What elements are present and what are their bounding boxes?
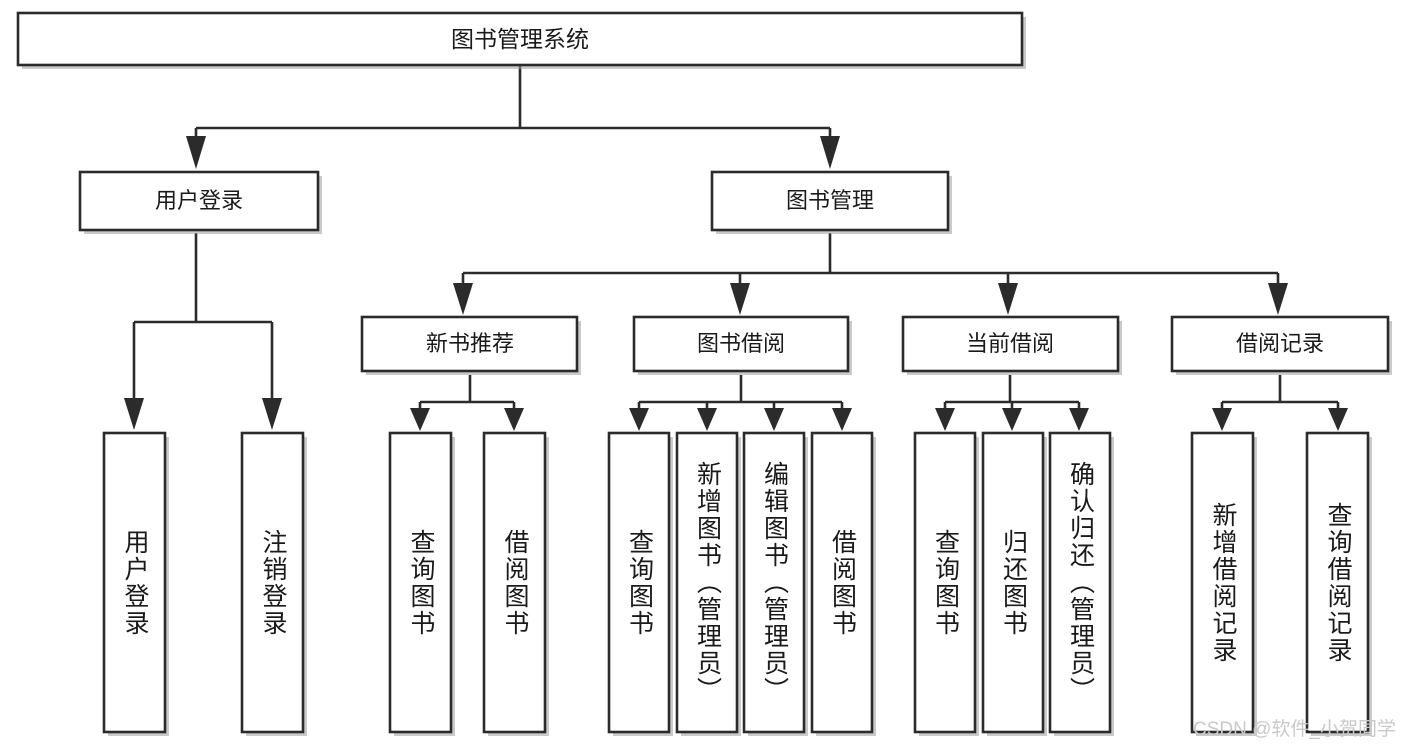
node-book-borrow[interactable]: 图书借阅 bbox=[632, 315, 852, 375]
arrow-user-login-leaf-2 bbox=[262, 398, 282, 430]
arrow-borrow-record-leaf-2 bbox=[1328, 408, 1348, 431]
arrow-book-manage-child-1 bbox=[453, 283, 473, 315]
leaf-node-current-borrow-3[interactable] bbox=[1048, 431, 1114, 736]
connector-group-book-manage bbox=[453, 233, 1288, 315]
leaf-node-user-login-1-box[interactable] bbox=[102, 431, 167, 734]
node-book-borrow-label: 图书借阅 bbox=[697, 331, 785, 356]
node-current-borrow[interactable]: 当前借阅 bbox=[901, 315, 1122, 375]
node-book-manage-box[interactable] bbox=[710, 170, 950, 232]
node-borrow-record[interactable]: 借阅记录 bbox=[1170, 315, 1392, 375]
connector-group-user-login bbox=[124, 233, 282, 430]
leaf-node-book-borrow-2[interactable] bbox=[675, 431, 741, 736]
arrow-book-borrow-leaf-3 bbox=[764, 408, 784, 431]
connector-group-book-borrow bbox=[629, 375, 852, 431]
connector-group-borrow-record bbox=[1212, 375, 1348, 431]
leaf-node-book-borrow-3[interactable] bbox=[742, 431, 808, 736]
leaf-node-user-login-2-box[interactable] bbox=[240, 431, 305, 734]
node-book-manage[interactable]: 图书管理 bbox=[710, 170, 952, 234]
leaf-node-book-borrow-1[interactable] bbox=[607, 431, 673, 736]
leaf-node-borrow-record-2[interactable] bbox=[1305, 431, 1372, 736]
leaf-node-user-login-2[interactable] bbox=[240, 431, 307, 736]
node-current-borrow-box[interactable] bbox=[901, 315, 1120, 373]
leaf-node-current-borrow-3-box[interactable] bbox=[1048, 431, 1112, 734]
leaf-node-book-borrow-3-box[interactable] bbox=[742, 431, 806, 734]
arrow-root-to-book-manage bbox=[820, 136, 840, 169]
arrow-new-book-leaf-2 bbox=[504, 408, 524, 431]
leaf-node-book-borrow-4-box[interactable] bbox=[810, 431, 874, 734]
arrow-book-borrow-leaf-1 bbox=[629, 408, 649, 431]
node-book-manage-label: 图书管理 bbox=[786, 188, 874, 213]
node-user-login-label: 用户登录 bbox=[155, 188, 243, 213]
node-root-system[interactable]: 图书管理系统 bbox=[16, 11, 1026, 69]
arrow-new-book-leaf-1 bbox=[410, 408, 430, 431]
arrow-book-borrow-leaf-2 bbox=[697, 408, 717, 431]
node-new-book-recommend-box[interactable] bbox=[360, 315, 579, 373]
node-current-borrow-label: 当前借阅 bbox=[966, 331, 1054, 356]
leaf-node-current-borrow-1-box[interactable] bbox=[913, 431, 977, 734]
leaf-node-current-borrow-1[interactable] bbox=[913, 431, 979, 736]
node-new-book-recommend-label: 新书推荐 bbox=[426, 331, 514, 356]
node-borrow-record-box[interactable] bbox=[1170, 315, 1390, 373]
arrow-book-manage-child-3 bbox=[998, 283, 1018, 315]
leaf-node-borrow-record-2-box[interactable] bbox=[1305, 431, 1370, 734]
node-root-system-box[interactable] bbox=[16, 11, 1024, 67]
node-user-login[interactable]: 用户登录 bbox=[78, 170, 322, 234]
arrow-current-borrow-leaf-2 bbox=[1002, 408, 1022, 431]
arrow-current-borrow-leaf-1 bbox=[935, 408, 955, 431]
arrow-user-login-leaf-1 bbox=[124, 398, 144, 430]
leaf-node-new-book-1-box[interactable] bbox=[388, 431, 453, 734]
node-user-login-box[interactable] bbox=[78, 170, 320, 232]
leaf-node-new-book-2-box[interactable] bbox=[482, 431, 547, 734]
leaf-node-book-borrow-4[interactable] bbox=[810, 431, 876, 736]
arrow-root-to-user-login bbox=[186, 136, 206, 169]
arrow-book-borrow-leaf-4 bbox=[832, 408, 852, 431]
node-new-book-recommend[interactable]: 新书推荐 bbox=[360, 315, 581, 375]
leaf-node-borrow-record-1[interactable] bbox=[1190, 431, 1257, 736]
arrow-book-manage-child-2 bbox=[730, 283, 750, 315]
connector-group-new-book bbox=[410, 375, 524, 431]
leaf-node-current-borrow-2-box[interactable] bbox=[981, 431, 1045, 734]
csdn-watermark: CSDN @软件_小贺同学 bbox=[1193, 719, 1396, 740]
node-root-system-label: 图书管理系统 bbox=[451, 26, 589, 52]
node-borrow-record-label: 借阅记录 bbox=[1236, 331, 1324, 356]
leaf-node-new-book-1[interactable] bbox=[388, 431, 455, 736]
leaf-node-borrow-record-1-box[interactable] bbox=[1190, 431, 1255, 734]
leaf-node-current-borrow-2[interactable] bbox=[981, 431, 1047, 736]
leaf-node-book-borrow-1-box[interactable] bbox=[607, 431, 671, 734]
arrow-borrow-record-leaf-1 bbox=[1212, 408, 1232, 431]
arrow-book-manage-child-4 bbox=[1268, 283, 1288, 315]
connector-group-root bbox=[186, 66, 840, 169]
arrow-current-borrow-leaf-3 bbox=[1069, 408, 1089, 431]
leaf-node-new-book-2[interactable] bbox=[482, 431, 549, 736]
connector-group-current-borrow bbox=[935, 375, 1089, 431]
node-book-borrow-box[interactable] bbox=[632, 315, 850, 373]
leaf-node-user-login-1[interactable] bbox=[102, 431, 169, 736]
leaf-node-book-borrow-2-box[interactable] bbox=[675, 431, 739, 734]
